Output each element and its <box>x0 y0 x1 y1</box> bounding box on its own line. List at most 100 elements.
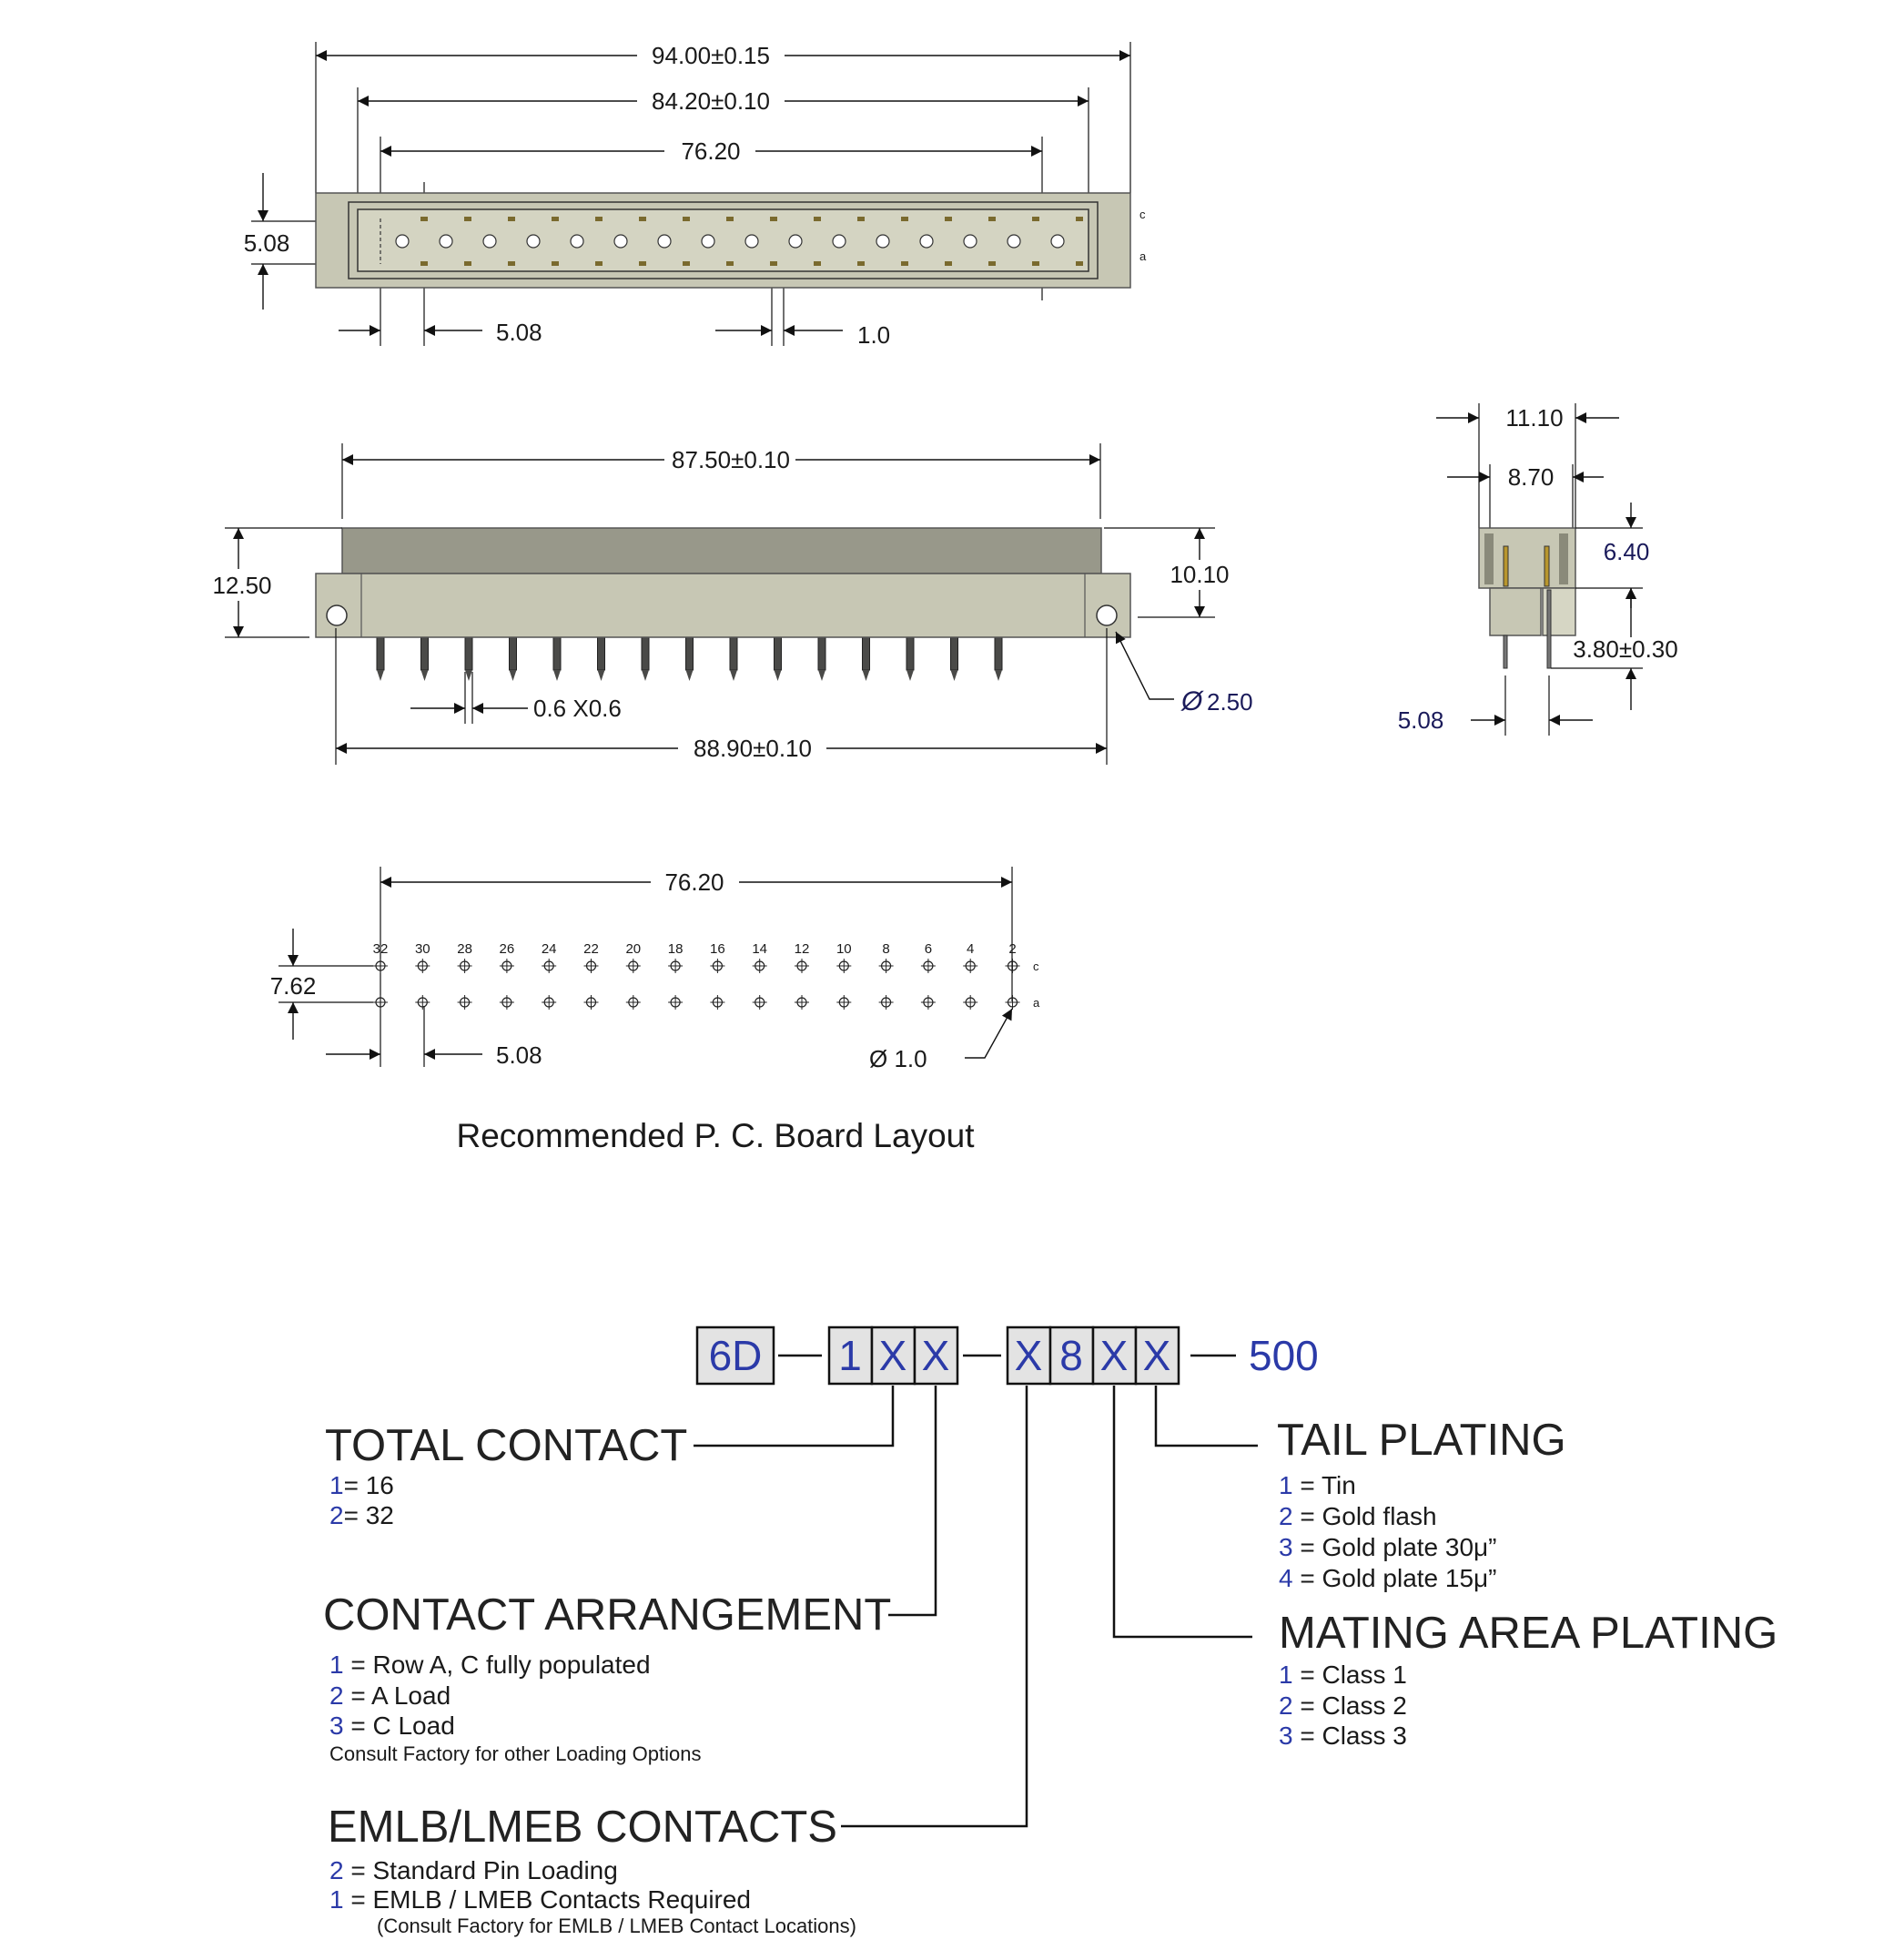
total-contact-text-2: = 32 <box>344 1501 394 1529</box>
diameter-symbol: Ø <box>1180 686 1204 716</box>
mating-text-1: = Class 1 <box>1293 1661 1407 1689</box>
dim-hole-spacing: 88.90±0.10 <box>694 735 812 762</box>
top-contact-c <box>901 217 908 221</box>
front-pin-tip <box>995 670 1002 681</box>
total-contact-num-1: 1 <box>329 1471 344 1499</box>
top-contact-c <box>464 217 471 221</box>
top-cavity <box>876 234 890 249</box>
pcb-pin-number: 26 <box>500 941 515 957</box>
emlb-text-1: = EMLB / LMEB Contacts Required <box>344 1885 751 1914</box>
pn-digit-1: 1 <box>838 1332 862 1379</box>
top-contact-c <box>508 217 515 221</box>
arrangement-text-3: = C Load <box>344 1711 455 1740</box>
top-contact-a <box>420 261 428 266</box>
top-contact-a <box>726 261 734 266</box>
pn-emlb-contacts: X <box>1015 1332 1043 1379</box>
mating-num-2: 2 <box>1279 1691 1293 1720</box>
pcb-pin-number: 10 <box>836 941 852 957</box>
arrangement-num-1: 1 <box>329 1650 344 1679</box>
front-pin-tip <box>685 670 694 681</box>
top-contact-a <box>508 261 515 266</box>
top-contact-a <box>1032 261 1039 266</box>
mating-text-3: = Class 3 <box>1293 1721 1407 1750</box>
pcb-pin-number: 22 <box>583 941 599 957</box>
front-pin-tip <box>465 670 472 681</box>
top-contact-a <box>814 261 821 266</box>
top-contact-a <box>945 261 952 266</box>
svg-text:1 = Row A, C fully populated: 1 = Row A, C fully populated <box>329 1650 651 1679</box>
contact-arrangement-heading: CONTACT ARRANGEMENT <box>323 1590 891 1640</box>
top-cavity <box>482 234 497 249</box>
svg-text:1 = Tin: 1 = Tin <box>1279 1471 1356 1499</box>
top-cavity <box>744 234 759 249</box>
pcb-pin-number: 30 <box>415 941 430 957</box>
svg-text:3 = C Load: 3 = C Load <box>329 1711 455 1740</box>
svg-text:2 = A Load: 2 = A Load <box>329 1681 451 1710</box>
front-pin-tip <box>862 670 870 681</box>
total-contact-num-2: 2 <box>329 1501 344 1529</box>
svg-text:3 = Class 3: 3 = Class 3 <box>1279 1721 1407 1750</box>
svg-text:2 = Standard Pin Loading: 2 = Standard Pin Loading <box>329 1856 618 1884</box>
pcb-dim-hole-diameter: Ø 1.0 <box>869 1045 927 1072</box>
front-view: 87.50±0.10 12.50 10.10 0.6 X0.6 88.90±0 <box>212 443 1253 765</box>
front-pin-tip <box>509 670 517 681</box>
dim-side-inner-width: 8.70 <box>1508 463 1555 491</box>
arrangement-note: Consult Factory for other Loading Option… <box>329 1742 701 1765</box>
dim-overall-height: 12.50 <box>212 572 271 599</box>
top-cavity <box>701 234 715 249</box>
total-contact-heading: TOTAL CONTACT <box>325 1421 687 1470</box>
top-contact-c <box>1076 217 1083 221</box>
top-cavity <box>788 234 803 249</box>
top-contact-c <box>552 217 559 221</box>
top-cavity <box>526 234 541 249</box>
dim-hole-diameter: 2.50 <box>1207 688 1253 716</box>
svg-text:1= 16: 1= 16 <box>329 1471 394 1499</box>
pcb-dim-row-spacing: 7.62 <box>270 972 317 1000</box>
mating-text-2: = Class 2 <box>1293 1691 1407 1720</box>
mating-num-3: 3 <box>1279 1721 1293 1750</box>
top-cavity <box>657 234 672 249</box>
front-pin-tip <box>553 670 561 681</box>
top-cavity <box>963 234 977 249</box>
arrangement-num-3: 3 <box>329 1711 344 1740</box>
dim-pin-span: 76.20 <box>681 137 740 165</box>
top-contact-c <box>420 217 428 221</box>
front-pin-tip <box>818 670 825 681</box>
top-contact-a <box>988 261 996 266</box>
row-a-label: a <box>1139 249 1147 263</box>
dim-pin-size: 1.0 <box>857 321 890 349</box>
top-contact-a <box>901 261 908 266</box>
top-contact-a <box>639 261 646 266</box>
top-contact-a <box>1076 261 1083 266</box>
top-contact-c <box>1032 217 1039 221</box>
front-pin-tip <box>906 670 914 681</box>
pn-total-contact: X <box>879 1332 907 1379</box>
side-view: 11.10 8.70 6.40 3.80±0.30 5.08 <box>1398 403 1678 736</box>
pcb-pin-number: 8 <box>882 941 889 957</box>
dim-tail-pitch: 5.08 <box>1398 706 1444 734</box>
front-pin-tip <box>730 670 737 681</box>
tail-text-1: = Tin <box>1293 1471 1356 1499</box>
pn-suffix: 500 <box>1249 1332 1319 1379</box>
pn-mating-plating: X <box>1100 1332 1129 1379</box>
pcb-pin-number: 20 <box>625 941 641 957</box>
tail-text-2: = Gold flash <box>1293 1502 1437 1530</box>
top-contact-c <box>639 217 646 221</box>
tail-num-2: 2 <box>1279 1502 1293 1530</box>
front-pin-tip <box>642 670 649 681</box>
tail-num-4: 4 <box>1279 1564 1293 1592</box>
pcb-pin-number: 12 <box>795 941 810 957</box>
top-contact-c <box>726 217 734 221</box>
top-contact-c <box>857 217 865 221</box>
arrangement-text-2: = A Load <box>344 1681 451 1710</box>
dim-pin-pitch: 5.08 <box>496 319 542 346</box>
part-number: 6D 1 X X X 8 X X 500 <box>694 1325 1319 1828</box>
pn-tail-plating: X <box>1143 1332 1171 1379</box>
front-pin-tip <box>420 670 429 681</box>
top-cavity <box>613 234 628 249</box>
svg-text:3 = Gold plate 30μ”: 3 = Gold plate 30μ” <box>1279 1533 1497 1561</box>
pcb-pin-number: 16 <box>710 941 725 957</box>
top-contact-c <box>770 217 777 221</box>
pn-contact-arrangement: X <box>922 1332 950 1379</box>
